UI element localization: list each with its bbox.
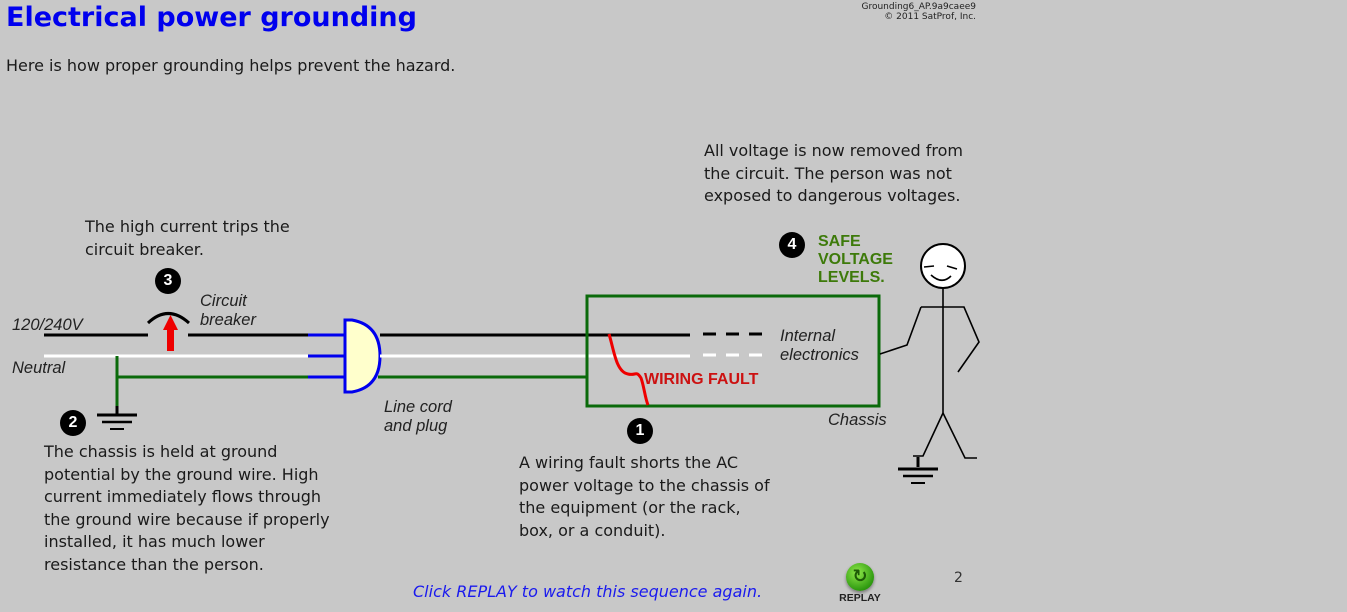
replay-label: REPLAY	[839, 592, 881, 604]
stick-person-icon	[879, 243, 980, 459]
step-2-line: installed, it has much lower	[44, 532, 265, 551]
person-ground-symbol-icon	[898, 457, 938, 484]
step-2-line: The chassis is held at ground	[44, 442, 278, 461]
step-4-line: exposed to dangerous voltages.	[704, 186, 961, 205]
internal-electronics-label: Internal electronics	[780, 327, 859, 365]
safe-label-line3: LEVELS.	[818, 269, 885, 286]
replay-arrow-icon[interactable]: ↻	[846, 563, 874, 591]
step-1-line: power voltage to the chassis of	[519, 475, 770, 495]
copyright-text: © 2011 SatProf, Inc.	[884, 12, 976, 22]
step-3-line: circuit breaker.	[85, 239, 204, 259]
step-3-line: The high current trips the	[85, 217, 290, 236]
plug-prongs	[308, 333, 345, 379]
step-3-text: The high current trips the circuit break…	[85, 216, 290, 261]
step-2-line: potential by the ground wire. High	[44, 464, 319, 484]
step-2-badge: 2	[60, 410, 86, 436]
ground-symbol-icon	[97, 406, 137, 430]
plug-icon	[343, 318, 382, 394]
circuit-breaker-icon	[146, 312, 191, 325]
doc-id-text: Grounding6_AP.9a9caee9	[861, 2, 976, 12]
page-subtitle: Here is how proper grounding helps preve…	[6, 56, 456, 75]
neutral-label: Neutral	[12, 359, 66, 377]
line-voltage-label: 120/240V	[12, 316, 83, 334]
step-2-line: current immediately flows through	[44, 487, 322, 506]
safe-label-line2: VOLTAGE	[818, 251, 893, 268]
line-cord-label-line1: Line cord	[384, 398, 452, 416]
page-number: 2	[954, 570, 963, 586]
step-4-line: All voltage is now removed from	[704, 141, 963, 160]
step-1-badge: 1	[627, 418, 653, 444]
circuit-breaker-label-line1: Circuit	[200, 292, 247, 310]
trip-arrow-icon	[163, 315, 178, 351]
step-1-line: the equipment (or the rack,	[519, 498, 741, 517]
step-1-line: A wiring fault shorts the AC	[519, 453, 739, 472]
internal-label-line1: Internal	[780, 327, 836, 345]
line-cord-label-line2: and plug	[384, 417, 448, 435]
circuit-breaker-label: Circuit breaker	[200, 292, 256, 330]
chassis-box	[585, 294, 881, 408]
step-4-line: the circuit. The person was not	[704, 163, 952, 183]
step-2-line: the ground wire because if properly	[44, 509, 330, 529]
chassis-label: Chassis	[828, 411, 887, 429]
document-id: Grounding6_AP.9a9caee9 © 2011 SatProf, I…	[800, 2, 976, 22]
line-cord-label: Line cord and plug	[384, 398, 452, 436]
step-4-text: All voltage is now removed from the circ…	[704, 140, 963, 208]
internal-label-line2: electronics	[780, 346, 859, 364]
safe-label-line1: SAFE	[818, 233, 861, 250]
circuit-breaker-label-line2: breaker	[200, 311, 256, 329]
step-3-badge: 3	[155, 268, 181, 294]
step-4-badge: 4	[779, 232, 805, 258]
step-1-text: A wiring fault shorts the AC power volta…	[519, 452, 770, 542]
step-2-text: The chassis is held at ground potential …	[44, 441, 330, 576]
wiring-fault-line	[607, 333, 650, 406]
step-1-line: box, or a conduit).	[519, 520, 666, 540]
page-title: Electrical power grounding	[6, 2, 417, 33]
safe-voltage-label: SAFE VOLTAGE LEVELS.	[818, 233, 893, 287]
replay-hint: Click REPLAY to watch this sequence agai…	[413, 582, 763, 601]
wiring-fault-label: WIRING FAULT	[644, 371, 759, 388]
replay-button[interactable]: ↻ REPLAY	[832, 563, 888, 604]
step-2-line: resistance than the person.	[44, 554, 264, 574]
